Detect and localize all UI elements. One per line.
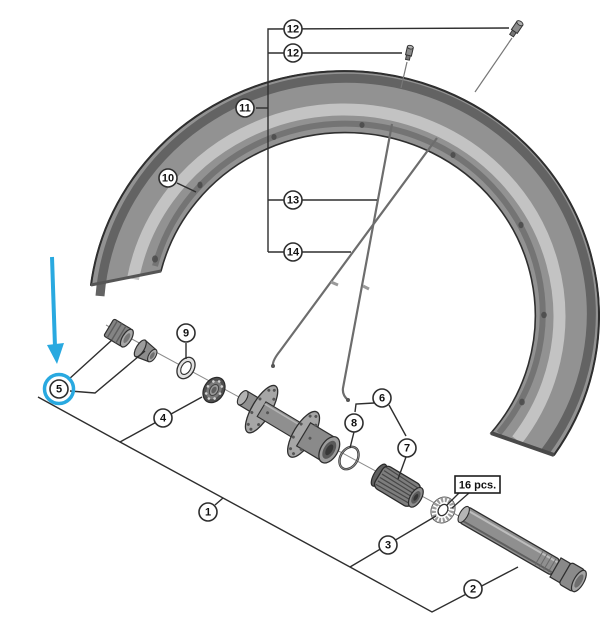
- callout-12: 12: [283, 19, 303, 39]
- rim-end-cut-right: [490, 431, 555, 457]
- callout-2: 2: [463, 579, 483, 599]
- end-cap-small: [133, 339, 158, 363]
- svg-text:12: 12: [287, 48, 299, 60]
- callout-13: 13: [283, 190, 303, 210]
- callout-9: 9: [176, 323, 196, 343]
- nipple-insert-line-1: [474, 37, 513, 93]
- svg-text:2: 2: [470, 584, 476, 596]
- svg-text:11: 11: [239, 103, 251, 115]
- callout-5: 5: [49, 379, 69, 399]
- quantity-label: 16 pcs.: [459, 480, 496, 492]
- svg-text:5: 5: [56, 384, 62, 396]
- callout-7: 7: [397, 438, 417, 458]
- svg-text:10: 10: [162, 173, 174, 185]
- rim: [90, 70, 600, 457]
- spoke-head-2: [346, 398, 350, 402]
- rim-end-cut-left: [90, 269, 162, 287]
- spoke-nipple-1: [508, 20, 524, 38]
- svg-text:3: 3: [385, 540, 391, 552]
- spoke-head-1: [271, 364, 275, 368]
- pointer-arrow: [47, 256, 64, 364]
- svg-text:12: 12: [287, 24, 299, 36]
- callout-12: 12: [283, 43, 303, 63]
- spoke-butting-mark-2: [362, 284, 370, 291]
- rim-spoke-holes: [152, 122, 547, 406]
- svg-text:8: 8: [351, 418, 357, 430]
- spoke-butting-mark-1: [330, 280, 339, 287]
- svg-text:6: 6: [379, 393, 385, 405]
- end-cap-large: [103, 318, 134, 348]
- callout-4: 4: [153, 408, 173, 428]
- svg-text:1: 1: [205, 507, 211, 519]
- callout-11: 11: [235, 98, 255, 118]
- callout-3: 3: [378, 535, 398, 555]
- svg-text:14: 14: [287, 247, 300, 259]
- nipple-insert-line-2: [400, 61, 408, 89]
- highlight-ring: [42, 372, 76, 406]
- flange-spoke-holes: [246, 388, 318, 456]
- callout-10: 10: [158, 168, 178, 188]
- bearing: [202, 376, 226, 404]
- o-ring: [338, 445, 360, 471]
- callout-6: 6: [372, 388, 392, 408]
- callout-1: 1: [198, 502, 218, 522]
- callout-8: 8: [344, 413, 364, 433]
- svg-text:9: 9: [183, 328, 189, 340]
- spoke-straight: [341, 123, 394, 401]
- seal-washer: [176, 356, 196, 380]
- quantity-label-box: 16 pcs.: [446, 475, 501, 509]
- spoke-nipple-2: [404, 44, 414, 61]
- svg-text:4: 4: [160, 413, 167, 425]
- serrated-washer: [430, 496, 456, 524]
- svg-text:7: 7: [404, 443, 410, 455]
- hub-shell: [236, 384, 341, 464]
- callout-14: 14: [283, 242, 303, 262]
- svg-text:13: 13: [287, 195, 299, 207]
- thru-axle: [457, 505, 587, 593]
- freehub-body: [370, 463, 424, 508]
